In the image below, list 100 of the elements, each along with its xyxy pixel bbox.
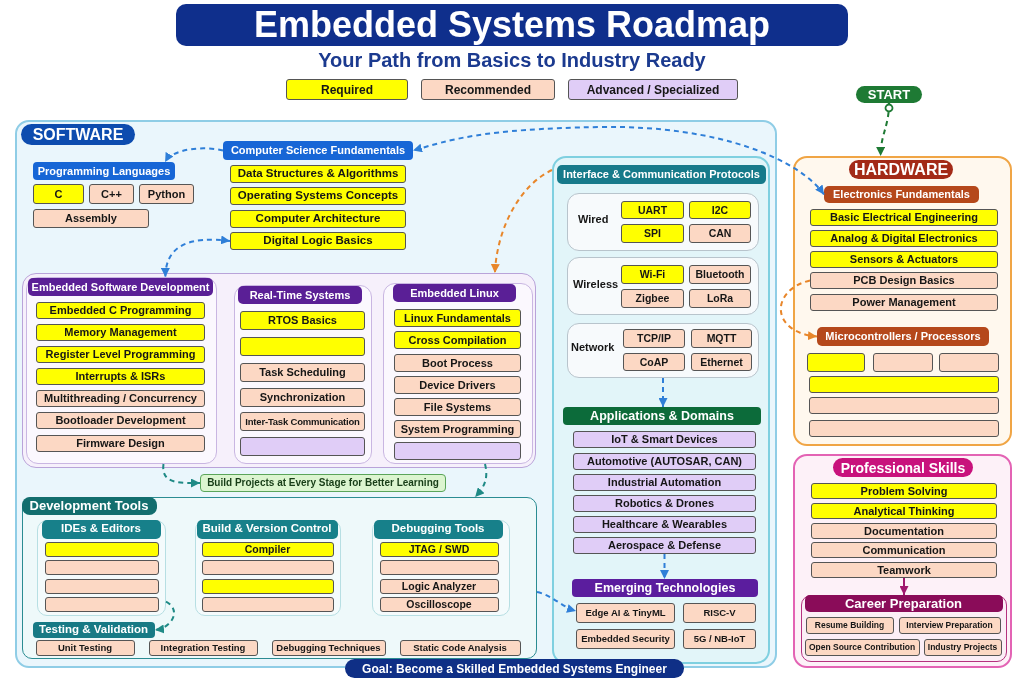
dashed-arrow — [660, 553, 669, 580]
topic-box: Open Source Contribution — [804, 638, 920, 656]
panel-heading: Development Tools — [21, 496, 157, 515]
topic-box: Bluetooth — [689, 265, 751, 284]
blank-box — [240, 337, 365, 356]
panel-heading: Professional Skills — [833, 458, 973, 477]
topic-box: Operating Systems Concepts — [230, 187, 406, 205]
topic-box: Register Level Programming — [36, 346, 205, 363]
career-panel — [801, 595, 1007, 662]
topic-column — [233, 284, 372, 464]
topic-box: Embedded Security — [576, 629, 675, 649]
legend-chip: Recommended — [421, 79, 555, 100]
blank-box — [201, 559, 334, 575]
title-banner: Embedded Systems Roadmap — [176, 4, 848, 46]
topic-box: PCB Design Basics — [810, 272, 998, 289]
topic-box: Data Structures & Algorithms — [230, 165, 406, 183]
topic-column — [25, 276, 217, 464]
subtitle: Your Path from Basics to Industry Ready — [318, 48, 706, 73]
panel-heading: Debugging Tools — [373, 519, 503, 539]
section-header: Programming Languages — [33, 162, 175, 180]
blank-box — [201, 578, 334, 594]
topic-box: Bootloader Development — [36, 412, 205, 429]
blank-box — [379, 559, 499, 575]
topic-box: Linux Fundamentals — [394, 309, 521, 327]
topic-box: Sensors & Actuators — [810, 251, 998, 268]
topic-box: Zigbee — [621, 289, 684, 308]
dashed-double-headed-arrow — [412, 126, 825, 196]
blank-box — [394, 442, 521, 460]
topic-box: Industrial Automation — [573, 474, 756, 491]
topic-box: C — [33, 184, 84, 204]
dashed-double-headed-arrow — [161, 235, 231, 278]
blank-box — [939, 353, 999, 372]
tool-group-panel — [371, 519, 510, 616]
blank-box — [807, 353, 865, 372]
blank-box — [809, 420, 999, 437]
panel-heading: Interface & Communication Protocols — [557, 165, 766, 184]
topic-box: Compiler — [201, 541, 334, 557]
panel-heading: Embedded Linux — [393, 284, 516, 302]
note-box: Build Projects at Every Stage for Better Learning — [200, 474, 446, 492]
section-header: Microcontrollers / Processors — [817, 327, 989, 346]
topic-box: Python — [139, 184, 194, 204]
topic-box: Healthcare & Wearables — [573, 516, 756, 533]
blank-box — [873, 353, 933, 372]
topic-box: Unit Testing — [35, 639, 135, 656]
topic-box: Computer Architecture — [230, 210, 406, 228]
topic-box: UART — [621, 201, 684, 219]
topic-box: Teamwork — [811, 562, 997, 578]
topic-box: Basic Electrical Engineering — [810, 209, 998, 226]
blank-box — [44, 596, 159, 612]
topic-box: C++ — [89, 184, 134, 204]
dashed-arrow — [658, 377, 668, 408]
topic-box: Industry Projects — [923, 638, 1002, 656]
topic-box: Problem Solving — [811, 483, 997, 499]
topic-box: Analytical Thinking — [811, 503, 997, 519]
dashed-arrow — [779, 279, 818, 340]
topic-box: IoT & Smart Devices — [573, 431, 756, 448]
topic-box: Task Scheduling — [240, 363, 365, 382]
blank-box — [201, 596, 334, 612]
topic-box: Logic Analyzer — [379, 578, 499, 594]
panel-heading: Build & Version Control — [196, 519, 338, 539]
blank-box — [44, 541, 159, 557]
topic-box: I2C — [689, 201, 751, 219]
topic-box: System Programming — [394, 420, 521, 438]
protocol-group — [567, 323, 759, 378]
section-panel — [793, 454, 1012, 668]
topic-box: Boot Process — [394, 354, 521, 372]
topic-box: Communication — [811, 542, 997, 558]
topic-box: Documentation — [811, 523, 997, 539]
topic-box: JTAG / SWD — [379, 541, 499, 557]
blank-box — [44, 578, 159, 594]
protocol-group — [567, 193, 759, 251]
tool-group-panel — [36, 519, 166, 616]
section-header: Emerging Technologies — [572, 579, 758, 597]
topic-box: SPI — [621, 224, 684, 243]
topic-box: Interrupts & ISRs — [36, 368, 205, 385]
dashed-arrow — [876, 102, 894, 157]
topic-box: CoAP — [623, 353, 685, 371]
topic-box: Oscilloscope — [379, 596, 499, 612]
topic-box: Ethernet — [691, 353, 752, 371]
topic-box: Edge AI & TinyML — [576, 603, 675, 623]
blank-box — [44, 559, 159, 575]
arrow — [899, 577, 909, 596]
topic-box: Static Code Analysis — [399, 639, 521, 656]
start-badge: START — [856, 86, 922, 103]
group-label: Wireless — [573, 279, 619, 290]
topic-box: MQTT — [691, 329, 752, 348]
topic-box: Interview Preparation — [898, 616, 1001, 634]
topic-box: Device Drivers — [394, 376, 521, 394]
section-panel — [22, 497, 537, 659]
topic-box: RISC-V — [683, 603, 756, 623]
topic-box: Power Management — [810, 294, 998, 311]
topic-box: RTOS Basics — [240, 311, 365, 330]
section-header: Electronics Fundamentals — [824, 186, 979, 203]
topic-box: CAN — [689, 224, 751, 243]
group-label: Wired — [578, 214, 609, 225]
topic-box: Firmware Design — [36, 435, 205, 452]
topic-box: Synchronization — [240, 388, 365, 407]
section-panel — [552, 156, 770, 664]
dashed-arrow — [164, 147, 224, 163]
blank-box — [240, 437, 365, 456]
